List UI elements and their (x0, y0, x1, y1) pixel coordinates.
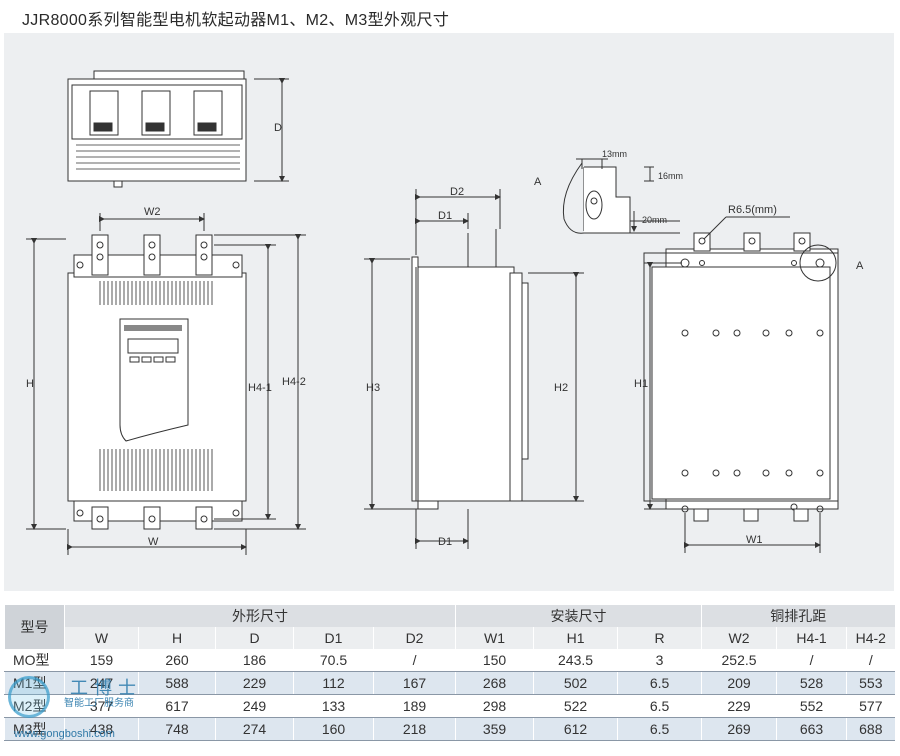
label-16mm: 16mm (658, 171, 683, 181)
table-cell: 229 (701, 694, 777, 718)
header-model: 型号 (4, 605, 65, 649)
label-r65: R6.5(mm) (728, 204, 777, 216)
table-cell: 553 (846, 671, 895, 695)
table-cell: 243.5 (533, 649, 618, 672)
back-view (643, 216, 839, 553)
header-col-h4-2: H4-2 (846, 627, 895, 649)
label-d1-bottom: D1 (438, 536, 452, 548)
table-cell: 133 (293, 694, 374, 718)
header-col-h1: H1 (533, 627, 618, 649)
header-group-outline: 外形尺寸 (63, 605, 456, 627)
table-cell: 112 (293, 671, 374, 695)
table-cell: 268 (455, 671, 534, 695)
table-cell: 229 (215, 671, 294, 695)
table-cell: 189 (372, 694, 456, 718)
table-cell: 218 (372, 717, 456, 741)
label-h4-1: H4-1 (248, 382, 272, 394)
table-cell: 359 (455, 717, 534, 741)
side-view (364, 189, 584, 549)
table-cell: 612 (533, 717, 618, 741)
table-cell: 577 (846, 694, 895, 718)
table-cell: 6.5 (617, 694, 702, 718)
label-20mm: 20mm (642, 215, 667, 225)
header-col-h: H (138, 627, 216, 649)
label-w2: W2 (144, 206, 161, 218)
table-row: M1型 247 588 229 112 167 268 502 6.5 209 … (4, 671, 895, 695)
row-model: M2型 (4, 694, 65, 718)
header-col-d2: D2 (372, 627, 456, 649)
table-cell: 3 (617, 649, 702, 672)
table-cell: 260 (138, 649, 216, 672)
table-cell: / (846, 649, 895, 672)
label-d: D (274, 122, 282, 134)
header-col-w: W (64, 627, 139, 649)
header-col-d1: D1 (293, 627, 374, 649)
label-d1-top: D1 (438, 210, 452, 222)
header-group-busbar: 铜排孔距 (701, 605, 895, 627)
label-w: W (148, 536, 159, 548)
table-cell: 249 (215, 694, 294, 718)
table-cell: 247 (64, 671, 139, 695)
header-col-d: D (215, 627, 294, 649)
table-cell: 522 (533, 694, 618, 718)
table-cell: 6.5 (617, 671, 702, 695)
table-cell: 159 (64, 649, 139, 672)
table-cell: 209 (701, 671, 777, 695)
table-cell: 688 (846, 717, 895, 741)
table-cell: 160 (293, 717, 374, 741)
table-cell: 70.5 (293, 649, 374, 672)
row-model: MO型 (4, 649, 65, 672)
table-row: M2型 377 617 249 133 189 298 522 6.5 229 … (4, 694, 895, 718)
header-col-w1: W1 (455, 627, 534, 649)
label-a-detail: A (534, 176, 542, 188)
table-cell: 252.5 (701, 649, 777, 672)
table-cell: 298 (455, 694, 534, 718)
detail-a (562, 158, 680, 234)
table-cell: 377 (64, 694, 139, 718)
table-row: MO型 159 260 186 70.5 / 150 243.5 3 252.5… (4, 649, 895, 672)
dimension-labels: D W2 H H4-1 H4-2 W D2 D1 H3 H2 D1 A 13mm… (26, 122, 864, 548)
table-cell: 6.5 (617, 717, 702, 741)
table-cell: / (372, 649, 456, 672)
front-view (26, 213, 306, 555)
top-view (67, 70, 289, 188)
table-cell: 150 (455, 649, 534, 672)
dimension-table: 型号 外形尺寸 安装尺寸 铜排孔距 W H D D1 D2 W1 H1 R W2… (4, 605, 895, 741)
label-h: H (26, 378, 34, 390)
header-col-r: R (617, 627, 702, 649)
label-h4-2: H4-2 (282, 376, 306, 388)
table-cell: 748 (138, 717, 216, 741)
table-cell: / (776, 649, 847, 672)
label-h2: H2 (554, 382, 568, 394)
table-row: M3型 438 748 274 160 218 359 612 6.5 269 … (4, 717, 895, 741)
label-a-callout: A (856, 260, 864, 272)
table-cell: 528 (776, 671, 847, 695)
table-cell: 269 (701, 717, 777, 741)
table-cell: 274 (215, 717, 294, 741)
table-cell: 186 (215, 649, 294, 672)
label-13mm: 13mm (602, 149, 627, 159)
label-h3: H3 (366, 382, 380, 394)
table-cell: 588 (138, 671, 216, 695)
page-title: JJR8000系列智能型电机软起动器M1、M2、M3型外观尺寸 (22, 12, 450, 29)
drawing-svg: D W2 H H4-1 H4-2 W D2 D1 H3 H2 D1 A 13mm… (26, 70, 864, 555)
header-col-w2: W2 (701, 627, 777, 649)
table-cell: 552 (776, 694, 847, 718)
header-group-install: 安装尺寸 (455, 605, 702, 627)
table-cell: 502 (533, 671, 618, 695)
header-col-h4-1: H4-1 (776, 627, 847, 649)
label-w1: W1 (746, 534, 763, 546)
table-cell: 438 (64, 717, 139, 741)
label-h1: H1 (634, 378, 648, 390)
label-d2: D2 (450, 186, 464, 198)
table-cell: 663 (776, 717, 847, 741)
table-cell: 167 (372, 671, 456, 695)
table-cell: 617 (138, 694, 216, 718)
dimension-drawing: D W2 H H4-1 H4-2 W D2 D1 H3 H2 D1 A 13mm… (4, 33, 894, 591)
row-model: M3型 (4, 717, 65, 741)
row-model: M1型 (4, 671, 65, 695)
